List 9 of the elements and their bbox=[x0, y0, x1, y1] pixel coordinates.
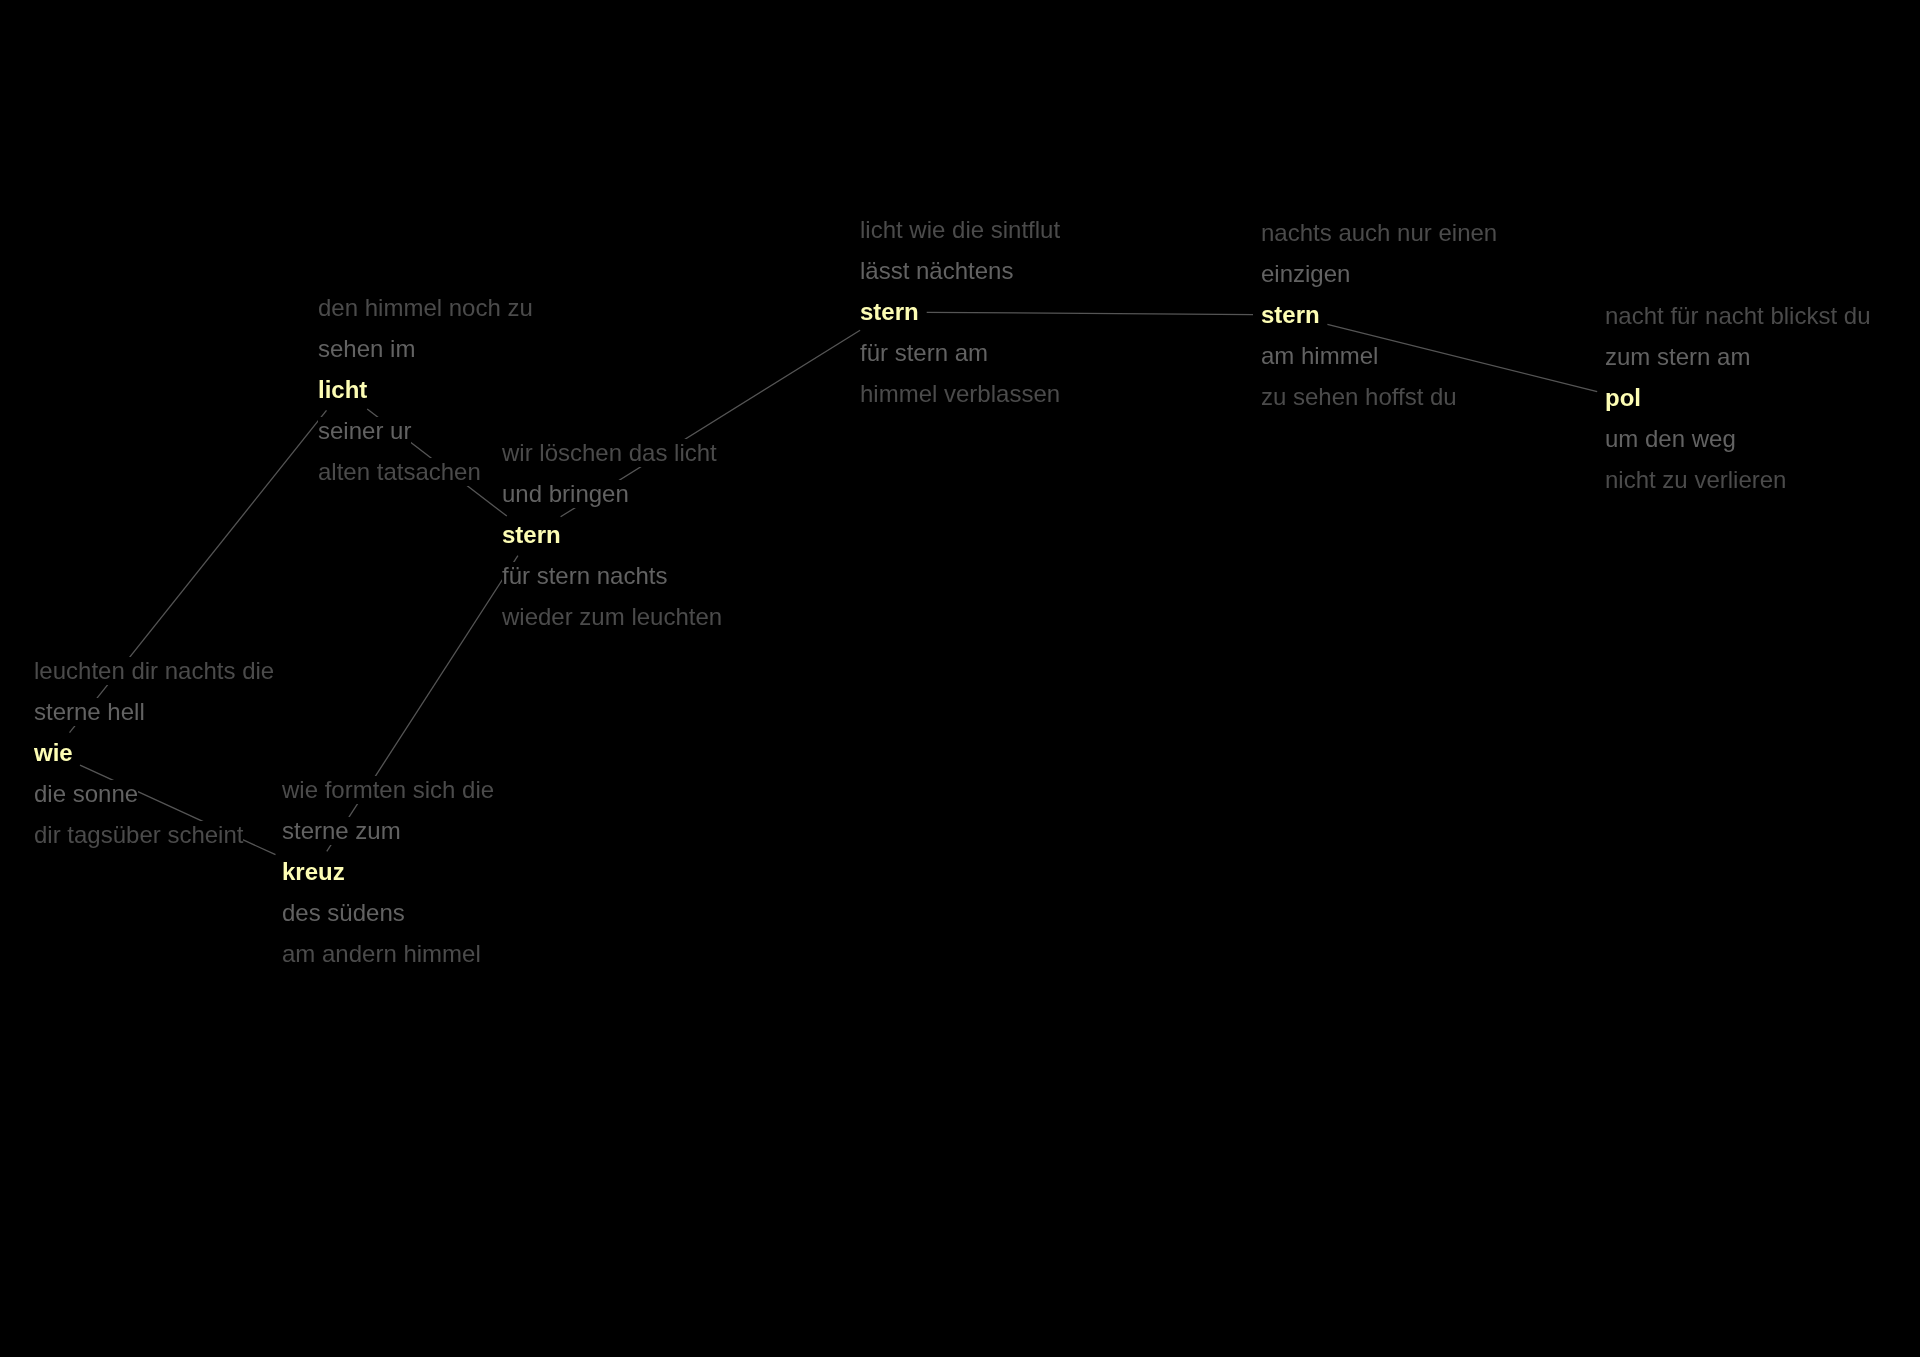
connector-line bbox=[926, 311, 1254, 316]
highlighted-word: wie bbox=[34, 739, 73, 767]
highlighted-word: stern bbox=[502, 521, 561, 549]
highlighted-word: licht bbox=[318, 376, 368, 404]
highlighted-word: stern bbox=[860, 298, 919, 326]
highlighted-word: kreuz bbox=[282, 858, 345, 886]
highlighted-word: pol bbox=[1605, 384, 1641, 412]
connector-line bbox=[1326, 323, 1598, 393]
highlighted-word: stern bbox=[1261, 301, 1320, 329]
